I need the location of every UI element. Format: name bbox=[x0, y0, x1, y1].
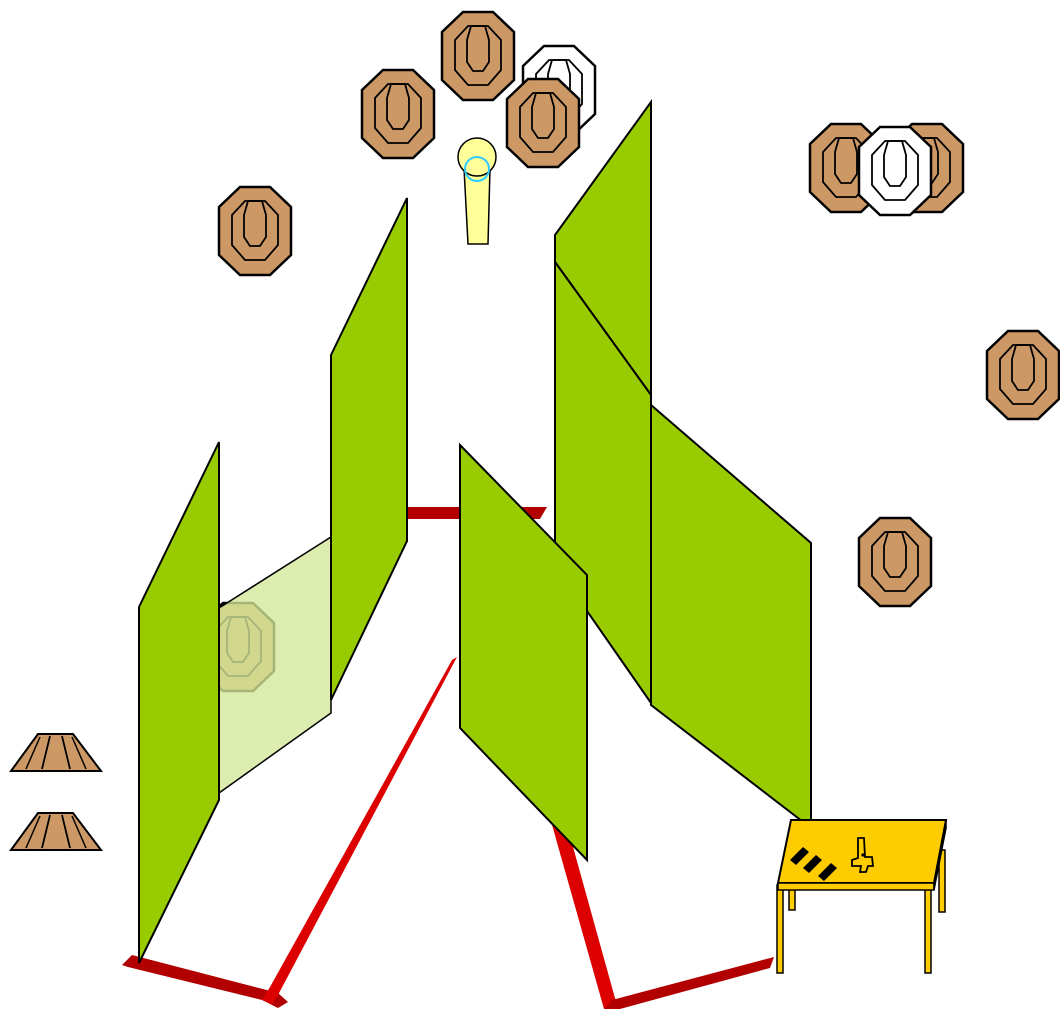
wall-right-far bbox=[651, 405, 811, 828]
wall-left-front bbox=[139, 442, 219, 963]
steel-plate-icon bbox=[11, 813, 101, 850]
start-table-icon bbox=[777, 820, 946, 973]
popper-icon bbox=[458, 138, 496, 244]
paper-target-icon bbox=[859, 518, 931, 606]
steel-plate-icon bbox=[11, 734, 101, 771]
paper-target-icon bbox=[362, 70, 434, 158]
wall-left-rear bbox=[331, 198, 407, 700]
no-shoot-target-icon bbox=[859, 127, 931, 215]
paper-target-icon bbox=[219, 187, 291, 275]
paper-target-icon bbox=[987, 331, 1059, 419]
wall-window bbox=[219, 537, 331, 793]
paper-target-icon bbox=[507, 79, 579, 167]
paper-target-icon bbox=[442, 12, 514, 100]
